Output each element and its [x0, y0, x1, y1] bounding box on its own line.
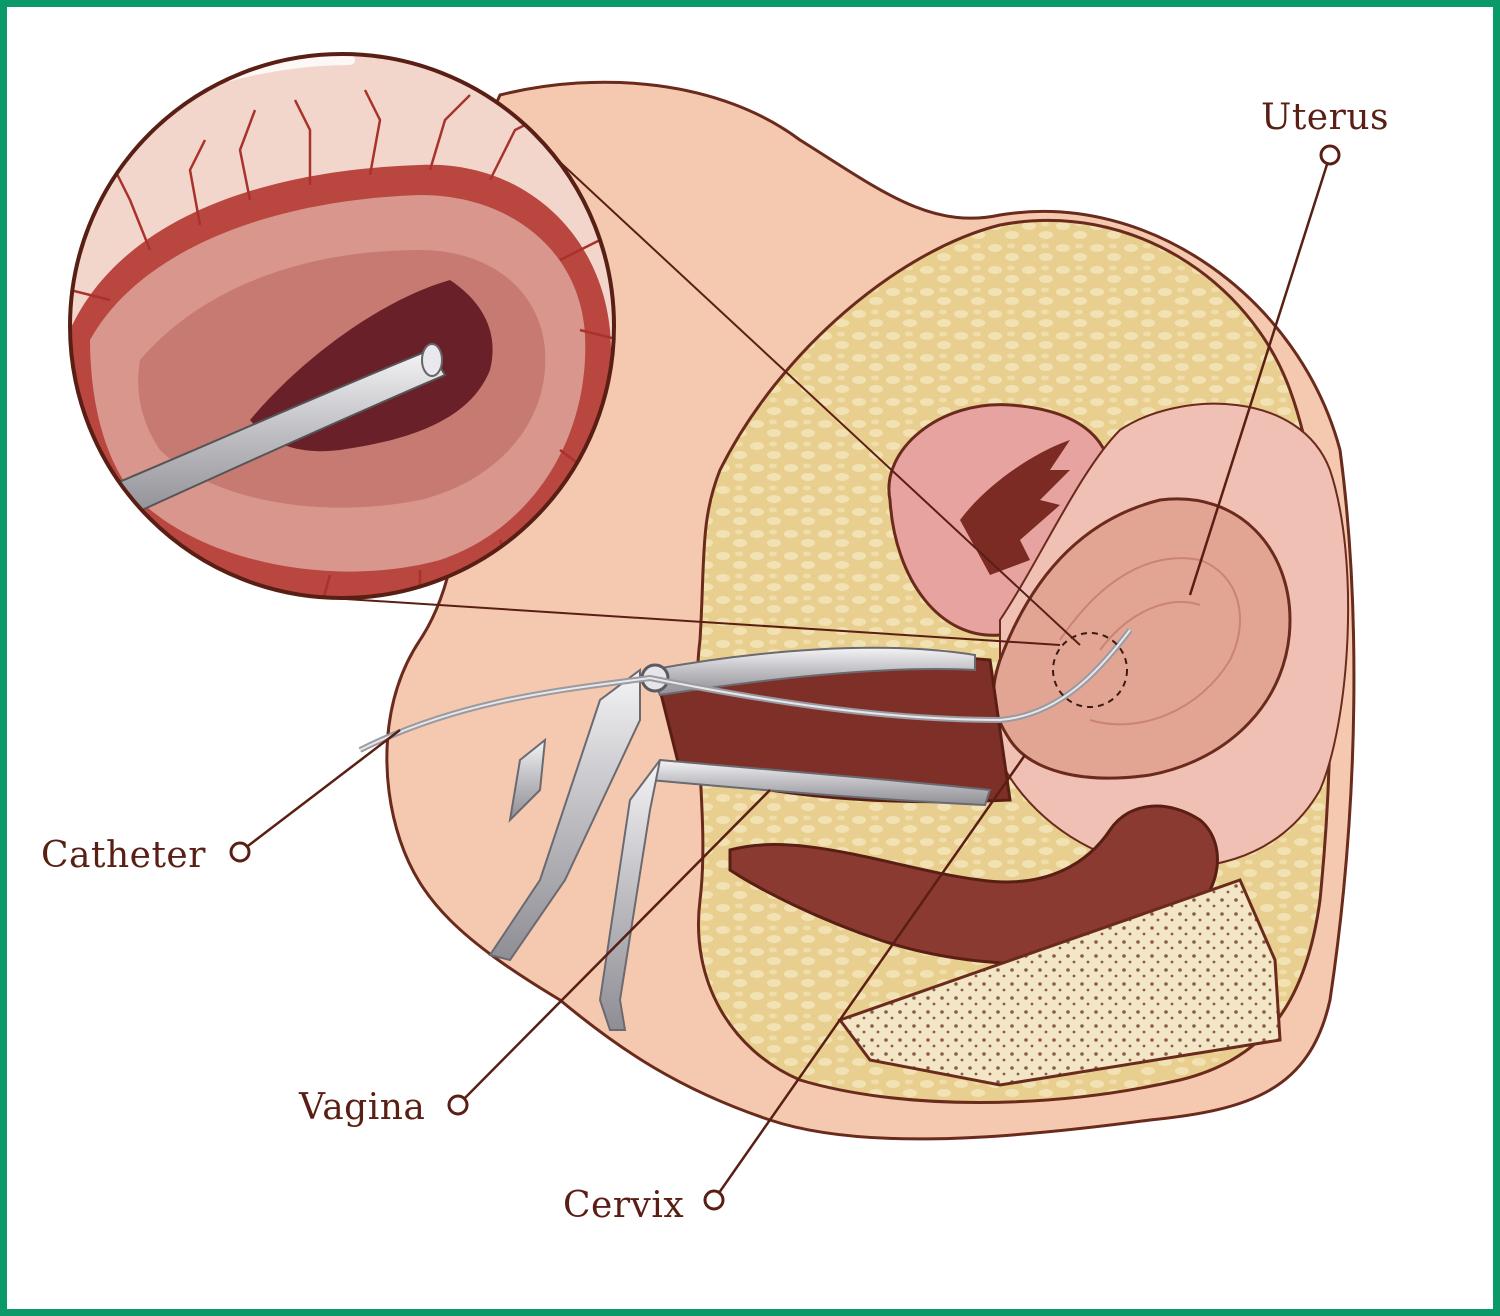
uterus-leader	[1188, 154, 1332, 596]
rectum	[728, 804, 1219, 966]
vagina-label: Vagina	[299, 1087, 426, 1128]
catheter-marker	[229, 841, 251, 863]
sacrum	[837, 878, 1282, 1087]
cervix-label: Cervix	[563, 1185, 685, 1226]
vagina-marker	[447, 1094, 469, 1116]
magnified-view	[70, 54, 614, 598]
uterus-marker	[1319, 144, 1341, 166]
catheter-leader	[239, 729, 401, 853]
vagina-leader	[457, 789, 771, 1106]
magnified-view-border	[68, 52, 616, 600]
uterus-label: Uterus	[1261, 97, 1389, 138]
catheter-label: Catheter	[41, 835, 206, 876]
cervix-leader	[712, 754, 1027, 1201]
anatomy-illustration	[68, 52, 1356, 1211]
cervix-marker	[703, 1189, 725, 1211]
speculum-instrument	[488, 646, 992, 1031]
zoom-target-ring	[1052, 632, 1128, 708]
